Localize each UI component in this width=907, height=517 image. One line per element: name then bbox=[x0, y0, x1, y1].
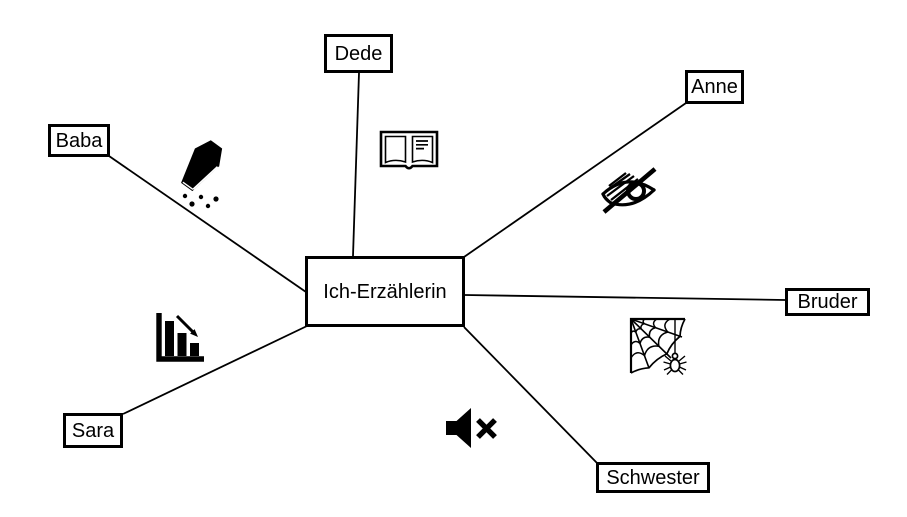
open-book-icon bbox=[378, 126, 440, 174]
connector-anne bbox=[463, 102, 687, 258]
speaker-muted-icon bbox=[444, 406, 500, 450]
center-node: Ich-Erzählerin bbox=[305, 256, 465, 327]
node-sara: Sara bbox=[63, 413, 123, 448]
coffin-icon bbox=[175, 140, 233, 210]
connector-dede bbox=[352, 72, 360, 257]
node-bruder: Bruder bbox=[785, 288, 870, 316]
node-baba: Baba bbox=[48, 124, 110, 157]
connector-sara bbox=[122, 325, 308, 415]
connector-bruder bbox=[464, 294, 786, 301]
connector-baba bbox=[108, 155, 307, 293]
spider-web-icon bbox=[628, 316, 700, 380]
node-anne: Anne bbox=[685, 70, 744, 104]
node-schwester: Schwester bbox=[596, 462, 710, 493]
chart-declining-icon bbox=[152, 310, 206, 366]
eye-hidden-icon bbox=[595, 161, 663, 217]
connector-schwester bbox=[463, 326, 598, 464]
node-dede: Dede bbox=[324, 34, 393, 73]
